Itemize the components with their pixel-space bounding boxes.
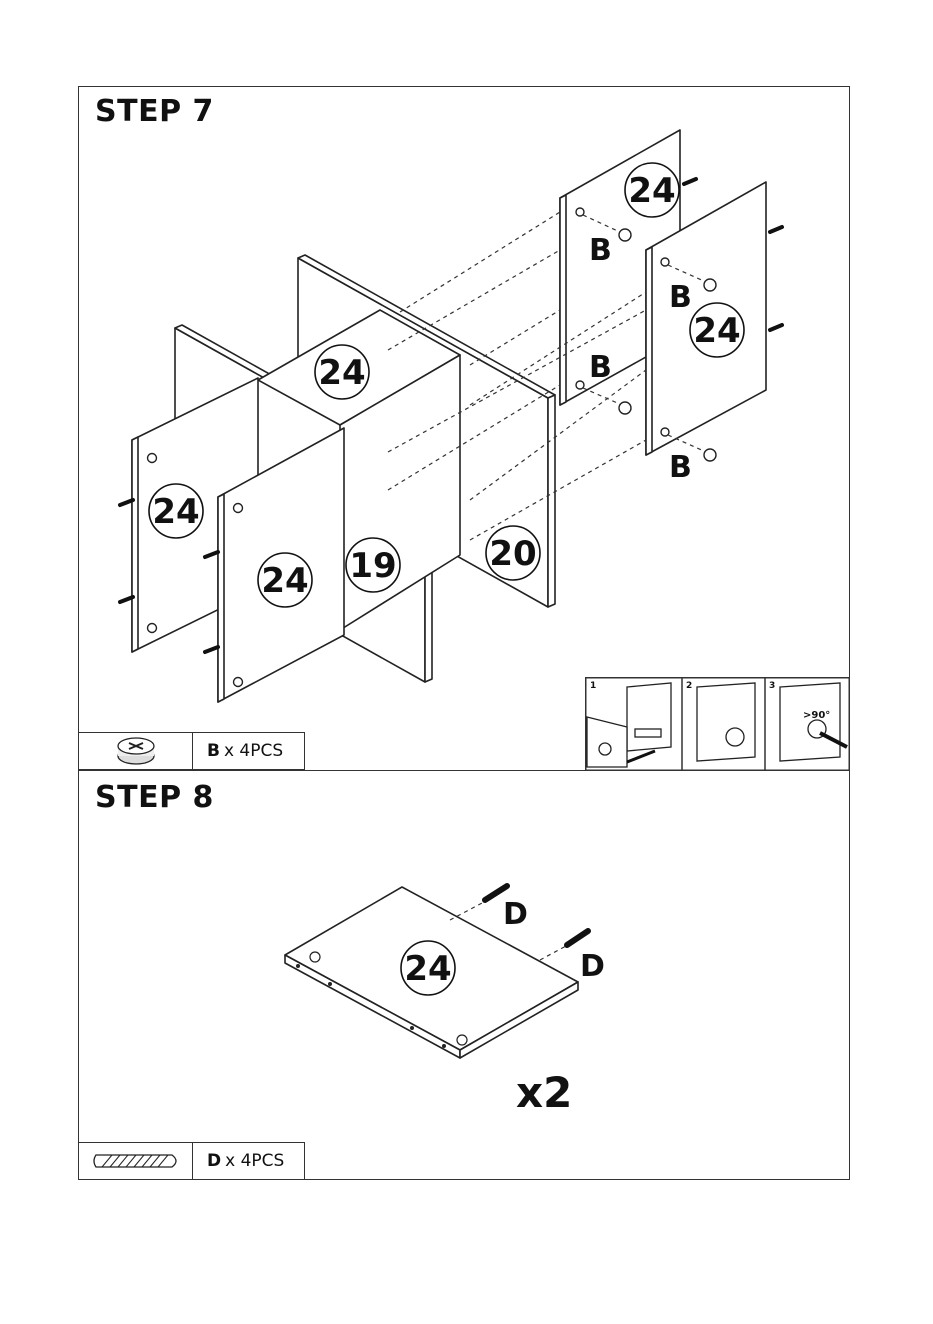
parts-list-b: B x 4PCS <box>78 732 305 770</box>
hardware-label: B <box>669 280 692 315</box>
hardware-label: D <box>503 897 528 932</box>
panel-label: 24 <box>318 353 365 393</box>
parts-quantity: D x 4PCS <box>193 1143 284 1179</box>
part-code: B <box>207 741 220 761</box>
cam-lock-procedure-inset: 1 2 3 >90° <box>585 677 850 771</box>
hardware-label: D <box>580 949 605 984</box>
cam-lock-icon <box>79 733 193 769</box>
panel-label: 24 <box>404 949 451 989</box>
part-count: x 4PCS <box>224 741 283 761</box>
inset-step-number: 1 <box>590 681 596 691</box>
step-8-diagram: 24 D D x2 <box>0 770 933 1180</box>
part-count: x 4PCS <box>225 1151 284 1171</box>
multiplier-label: x2 <box>516 1068 572 1117</box>
hardware-label: B <box>589 350 612 385</box>
panel-label: 24 <box>693 311 740 351</box>
parts-list-d: D x 4PCS <box>78 1142 305 1180</box>
part-code: D <box>207 1151 221 1171</box>
parts-quantity: B x 4PCS <box>193 733 283 769</box>
hardware-label: B <box>669 450 692 485</box>
panel-label: 24 <box>152 492 199 532</box>
inset-step-number: 3 <box>769 681 775 691</box>
panel-label: 19 <box>349 546 396 586</box>
step-7-diagram: 24 24 24 24 24 19 20 B B B B <box>0 0 933 770</box>
inset-step-number: 2 <box>686 681 692 691</box>
wooden-dowel-icon <box>79 1143 193 1179</box>
panel-label: 20 <box>489 534 536 574</box>
rotation-angle-label: >90° <box>803 710 830 721</box>
panel-label: 24 <box>261 561 308 601</box>
panel-label: 24 <box>628 171 675 211</box>
hardware-label: B <box>589 233 612 268</box>
